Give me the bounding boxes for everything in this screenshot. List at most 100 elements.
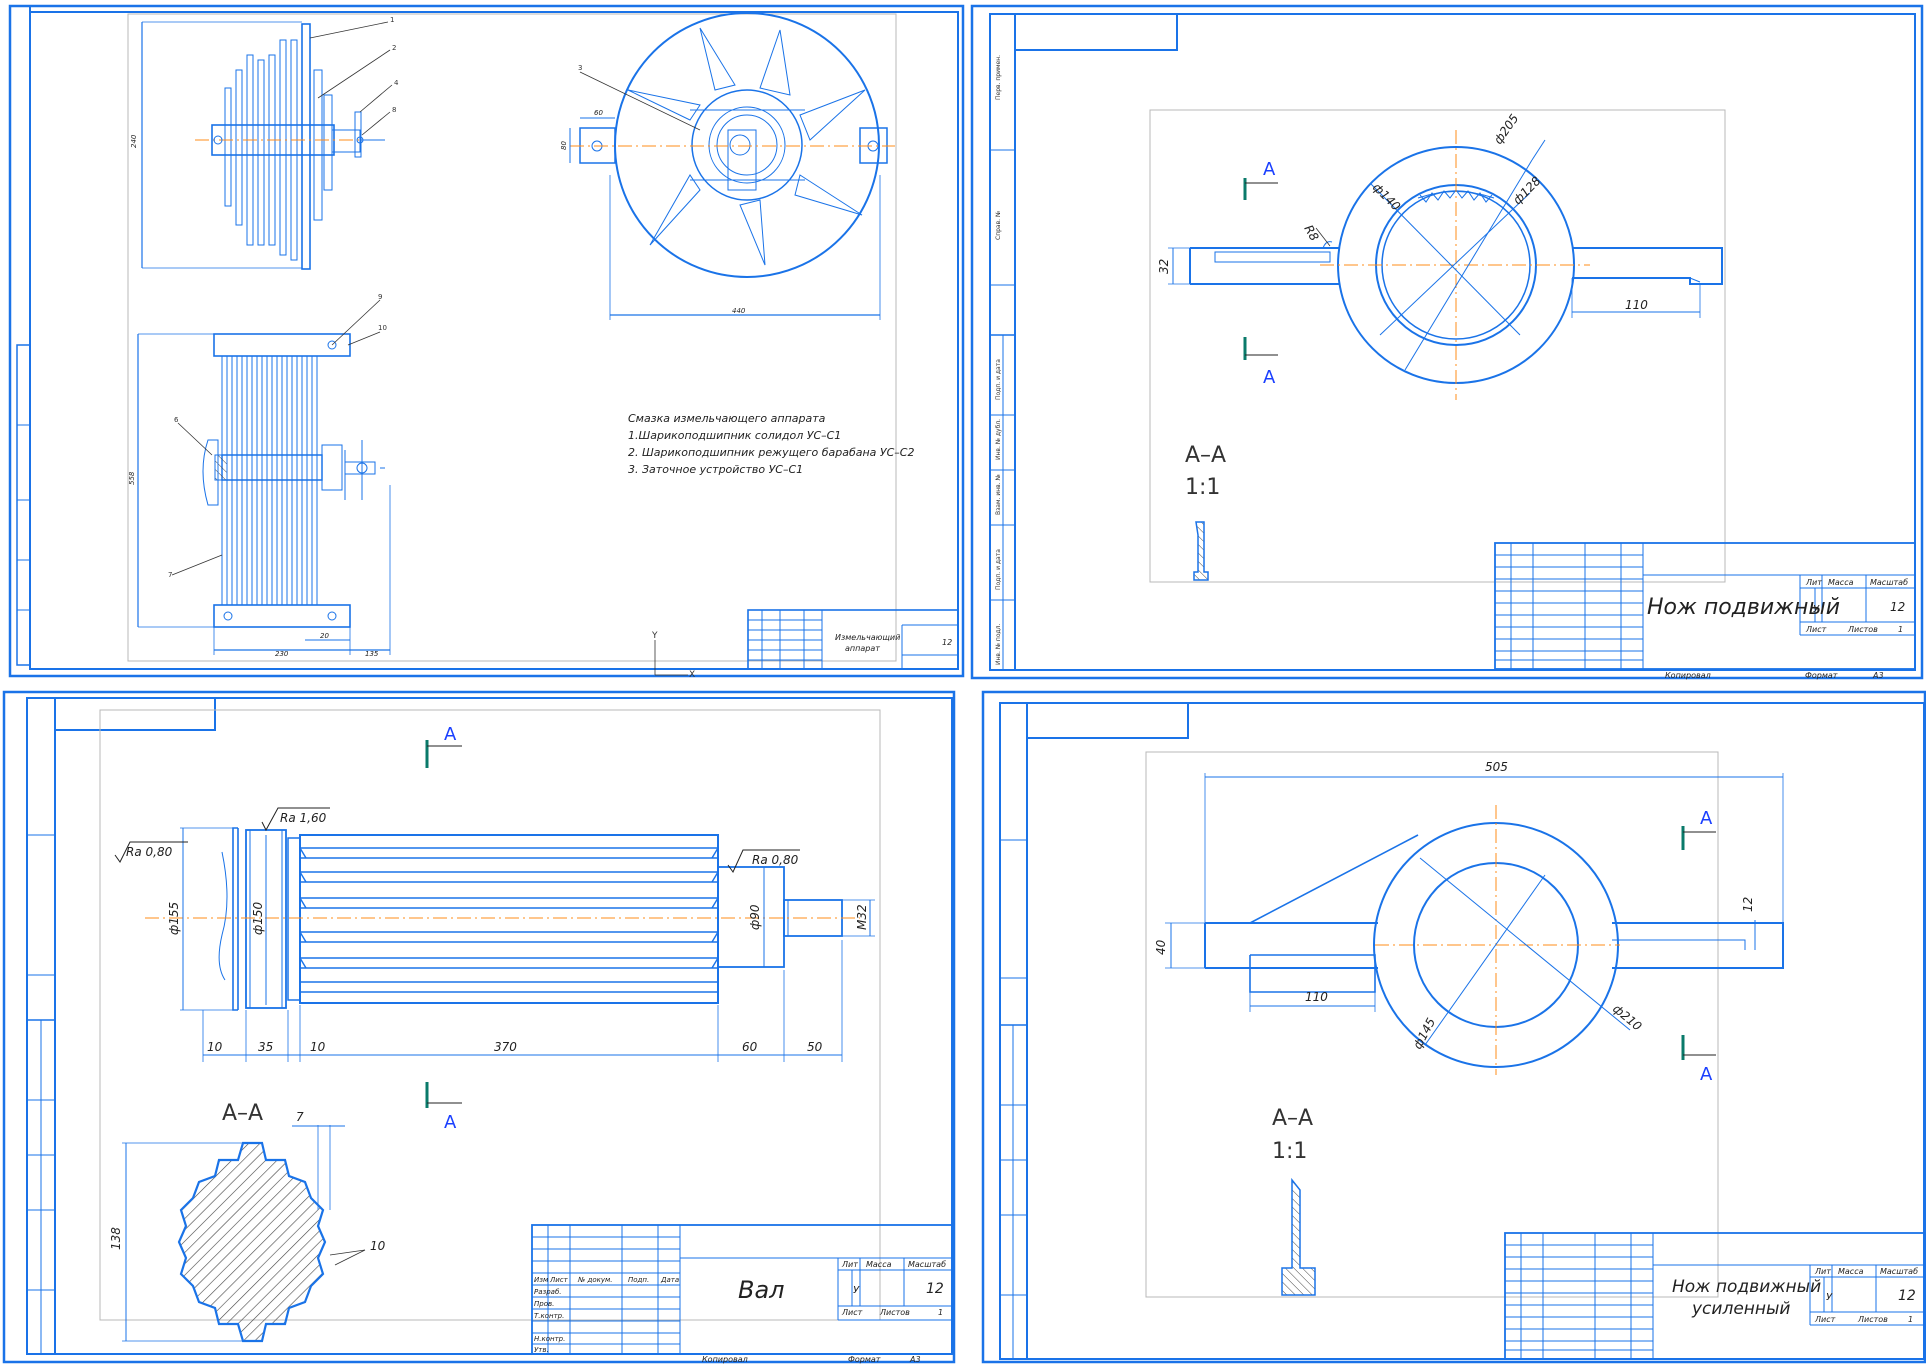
stamp-nkontr: Н.контр. xyxy=(534,1335,565,1343)
sheet-4-section-letter-bottom: A xyxy=(1700,1064,1713,1085)
note-2: 2. Шарикоподшипник режущего барабана УС–… xyxy=(628,446,914,459)
lubrication-notes: Смазка измельчающего аппарата 1.Шарикопо… xyxy=(628,412,914,476)
stamp-doc: № докум. xyxy=(577,1276,613,1284)
dim-d150: ф150 xyxy=(251,901,265,935)
sheet-2-view-frame xyxy=(1149,109,1726,583)
stamp-mass: Масса xyxy=(1828,578,1854,587)
stamp-copied: Копировал xyxy=(1665,671,1711,680)
stamp-izm: Изм xyxy=(534,1276,549,1284)
spline-teeth xyxy=(299,847,719,993)
dim-d155: ф155 xyxy=(167,902,181,935)
sheet-3-scale: 12 xyxy=(926,1281,944,1297)
stamp-list-col: Лист xyxy=(549,1276,569,1284)
stamp3-lit: Лит xyxy=(841,1260,858,1269)
shaft-side-view: ф155 ф150 ф90 M32 10 35 10 370 60 50 Ra … xyxy=(114,807,875,1062)
side-label-vzam: Взам. инв. № xyxy=(995,474,1002,515)
dim-80: 80 xyxy=(560,141,568,150)
section-profile xyxy=(1193,521,1209,581)
assembly-front-view: 440 80 60 3 xyxy=(560,12,895,320)
side-label-sprav: Справ. № xyxy=(995,211,1002,240)
stamp-list: Лист xyxy=(1805,625,1827,634)
dim-110: 110 xyxy=(1625,298,1648,312)
stamp-razrab: Разраб. xyxy=(534,1288,562,1296)
dim-d205: ф205 xyxy=(1491,112,1521,147)
section-letter-bottom: A xyxy=(1263,367,1276,388)
dim-12: 12 xyxy=(1741,897,1755,912)
section-scale: 1:1 xyxy=(1185,475,1220,500)
sheet-1-title-line1: Измельчающий xyxy=(835,633,900,642)
stamp4-lit: Лит xyxy=(1814,1267,1831,1276)
note-title: Смазка измельчающего аппарата xyxy=(628,412,826,425)
section-marker-bottom: A xyxy=(1243,337,1278,388)
note-1: 1.Шарикоподшипник солидол УС–С1 xyxy=(628,429,841,442)
section-label: А–А xyxy=(1185,443,1226,468)
sheet-3-section-marker-bottom: A xyxy=(425,1082,462,1133)
sheet-4-side-strip xyxy=(999,839,1028,1360)
dim-m32: M32 xyxy=(855,904,869,930)
sheet-3-title: Вал xyxy=(738,1276,785,1304)
dim-d128: ф128 xyxy=(1510,174,1544,208)
roughness-1: Ra 1,60 xyxy=(280,811,327,825)
stamp-data: Дата xyxy=(660,1276,679,1284)
sheet-4-section-marker-top: A xyxy=(1681,808,1716,850)
axis-x-label: X xyxy=(689,670,695,680)
dim-s7: 7 xyxy=(296,1110,304,1124)
sheet-4-title-block: Нож подвижный усиленный Лит Масса Масшта… xyxy=(1504,1232,1925,1360)
sheet-1-side-strip xyxy=(16,344,31,666)
stamp-lit: Лит xyxy=(1805,578,1822,587)
dim-l50: 50 xyxy=(807,1040,823,1054)
sheet-1-border xyxy=(8,4,965,678)
spline-cross-section: А–А 138 7 10 xyxy=(109,1101,386,1343)
dim-440: 440 xyxy=(732,307,746,315)
roughness-2: Ra 0,80 xyxy=(126,845,173,859)
dim-110-s4: 110 xyxy=(1305,990,1328,1004)
stamp-prov: Пров. xyxy=(534,1300,554,1308)
sheet-1-assembly: 240 1 2 4 8 xyxy=(8,4,965,680)
dim-240: 240 xyxy=(130,134,138,148)
stamp3-mass: Масса xyxy=(866,1260,892,1269)
dim-d145: ф145 xyxy=(1410,1016,1438,1052)
side-label-podl: Инв. № подл. xyxy=(995,624,1002,665)
callout-9: 9 xyxy=(378,293,382,301)
sheet-4-section-profile xyxy=(1281,1177,1316,1296)
callout-7: 7 xyxy=(168,571,172,579)
callout-1: 1 xyxy=(390,16,394,24)
stamp3-listov: Листов xyxy=(879,1308,910,1317)
sheet-4-view-frame xyxy=(1145,751,1719,1298)
roughness-3: Ra 0,80 xyxy=(752,853,799,867)
sheet-3-side-strip xyxy=(26,834,56,1355)
sheet-1-view-frame xyxy=(127,13,897,662)
dim-40: 40 xyxy=(1154,939,1168,955)
sheet-4-section-letter-top: A xyxy=(1700,808,1713,829)
sheet-3-section-marker-top: A xyxy=(425,724,462,768)
section-letter-top: A xyxy=(1263,159,1276,180)
dim-135: 135 xyxy=(365,650,379,658)
sheet-3-shaft: ф155 ф150 ф90 M32 10 35 10 370 60 50 Ra … xyxy=(2,690,956,1364)
callout-6: 6 xyxy=(174,416,179,424)
stamp-u: У xyxy=(1813,604,1820,615)
sheet-4-title-line2: усиленный xyxy=(1691,1299,1790,1319)
sheet-3-border xyxy=(2,690,956,1364)
stamp-format: Формат xyxy=(1805,671,1838,680)
stamp4-u: У xyxy=(1826,1292,1833,1303)
dim-s10: 10 xyxy=(370,1239,386,1253)
sheet-1-title-line2: аппарат xyxy=(845,644,880,653)
sheet-3-section-letter-top: A xyxy=(444,724,457,745)
sheet-2-scale: 12 xyxy=(1890,600,1905,614)
stamp3-u: У xyxy=(853,1285,860,1296)
stamp3-list: Лист xyxy=(841,1308,863,1317)
sheet-4-section-label: А–А xyxy=(1272,1106,1313,1131)
callout-8: 8 xyxy=(392,106,396,114)
rotor-blades xyxy=(627,27,866,266)
dim-230: 230 xyxy=(275,650,289,658)
side-label-perv: Перв. примен. xyxy=(995,55,1002,100)
sheet-1-title-block: Измельчающий аппарат 12 xyxy=(747,609,959,670)
note-3: 3. Заточное устройство УС–С1 xyxy=(628,463,803,476)
side-label-podp1: Подп. и дата xyxy=(995,359,1002,400)
stamp4-listov: Листов xyxy=(1857,1315,1888,1324)
dim-505: 505 xyxy=(1485,760,1508,774)
stamp4-masshtab: Масштаб xyxy=(1880,1267,1918,1276)
sheet-4-section-marker-bottom: A xyxy=(1681,1035,1716,1085)
stamp-utv: Утв. xyxy=(534,1346,549,1354)
